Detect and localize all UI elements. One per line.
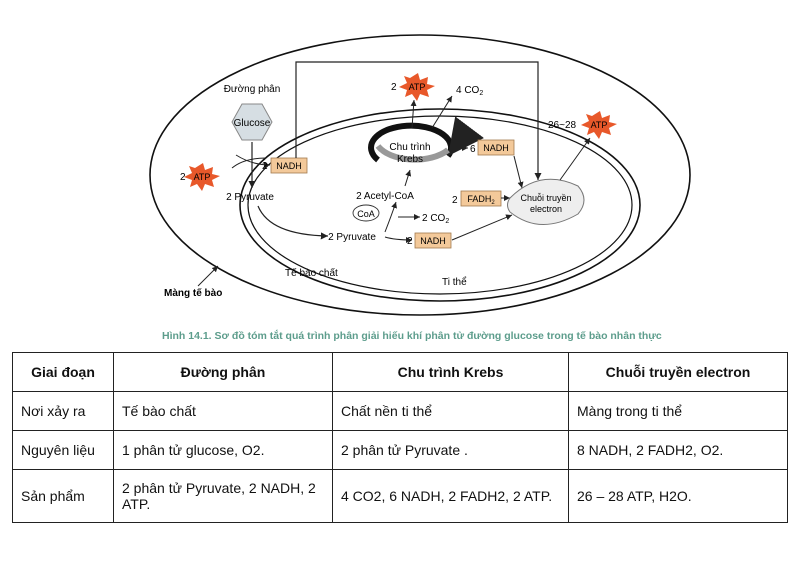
mitochondrion-label: Ti thể <box>442 276 467 288</box>
coa-ellipse <box>352 204 380 222</box>
respiration-summary-table: Giai đoạn Đường phân Chu trình Krebs Chu… <box>12 352 788 523</box>
table-cell: 1 phân tử glucose, O2. <box>113 430 333 470</box>
membrane-label: Màng tế bào <box>164 287 222 299</box>
nadh-glyco-box <box>270 157 308 174</box>
atp-burst-left <box>184 163 220 191</box>
table-row: Nguyên liệu 1 phân tử glucose, O2. 2 phâ… <box>12 430 788 470</box>
atp-left-count: 2 <box>180 172 186 183</box>
mitochondrion-outer <box>239 108 641 302</box>
nadh-glyco-label: NADH <box>276 161 302 171</box>
atp-top-label: ATP <box>409 82 426 92</box>
figure-caption: Hình 14.1. Sơ đồ tóm tắt quá trình phân … <box>162 330 662 342</box>
table-cell: Tế bào chất <box>113 391 333 431</box>
pyruvate-label: 2 Pyruvate <box>226 192 274 203</box>
acetyl-label: 2 Acetyl-CoA <box>356 191 414 202</box>
atp-top-count: 2 <box>391 82 397 93</box>
table-row: Sản phẩm 2 phân tử Pyruvate, 2 NADH, 2 A… <box>12 469 788 523</box>
glucose-hexagon <box>231 103 273 141</box>
nadh6-count: 6 <box>470 144 476 155</box>
table-cell: Sản phẩm <box>12 469 114 523</box>
pyruvate-mito-label: 2 Pyruvate <box>328 232 376 243</box>
atp-burst-right <box>581 111 617 139</box>
glycolysis-label: Đường phân <box>224 84 281 95</box>
nadh6-label: NADH <box>483 143 509 153</box>
nadh6-box <box>477 139 515 156</box>
nadh-mito-count: 2 <box>407 236 413 247</box>
header-krebs: Chu trình Krebs <box>332 352 569 392</box>
table-cell: Chất nền ti thể <box>332 391 569 431</box>
nadh-mito-box <box>414 232 452 249</box>
etc-label-1: Chuỗi truyền <box>520 193 571 203</box>
atp-right-range: 26~28 <box>548 120 577 131</box>
table-cell: 2 phân tử Pyruvate . <box>332 430 569 470</box>
header-stage: Giai đoạn <box>12 352 114 392</box>
header-glycolysis: Đường phân <box>113 352 333 392</box>
nadh-mito-label: NADH <box>420 236 446 246</box>
table-cell: 4 CO2, 6 NADH, 2 FADH2, 2 ATP. <box>332 469 569 523</box>
atp-left-label: ATP <box>194 172 211 182</box>
atp-right-label: ATP <box>591 120 608 130</box>
table-cell: Màng trong ti thể <box>568 391 788 431</box>
co2-4-label: 4 CO2 <box>456 85 483 97</box>
fadh2-label: FADH2 <box>467 194 495 206</box>
nadh-glyco-count: 2 <box>262 161 268 172</box>
krebs-label-2: Krebs <box>397 154 423 165</box>
glucose-label: Glucose <box>234 118 271 129</box>
table-cell: 26 – 28 ATP, H2O. <box>568 469 788 523</box>
table-row: Nơi xảy ra Tế bào chất Chất nền ti thể M… <box>12 391 788 431</box>
table-header-row: Giai đoạn Đường phân Chu trình Krebs Chu… <box>12 352 788 392</box>
table-cell: Nguyên liệu <box>12 430 114 470</box>
cytoplasm-label: Tế bào chất <box>285 267 338 279</box>
fadh2-count: 2 <box>452 195 458 206</box>
krebs-label-1: Chu trình <box>389 142 430 153</box>
table-cell: 2 phân tử Pyruvate, 2 NADH, 2 ATP. <box>113 469 333 523</box>
etc-label-2: electron <box>530 204 562 214</box>
table-cell: Nơi xảy ra <box>12 391 114 431</box>
cellular-respiration-diagram: Glucose Đường phân ATP 2 2 NADH 2 Pyruva… <box>149 34 691 316</box>
coa-label: CoA <box>357 209 375 219</box>
etc-shape <box>507 178 585 225</box>
table-cell: 8 NADH, 2 FADH2, O2. <box>568 430 788 470</box>
header-etc: Chuỗi truyền electron <box>568 352 788 392</box>
cell-outline <box>149 34 691 316</box>
co2-2-label: 2 CO2 <box>422 213 449 225</box>
atp-burst-top <box>399 73 435 101</box>
